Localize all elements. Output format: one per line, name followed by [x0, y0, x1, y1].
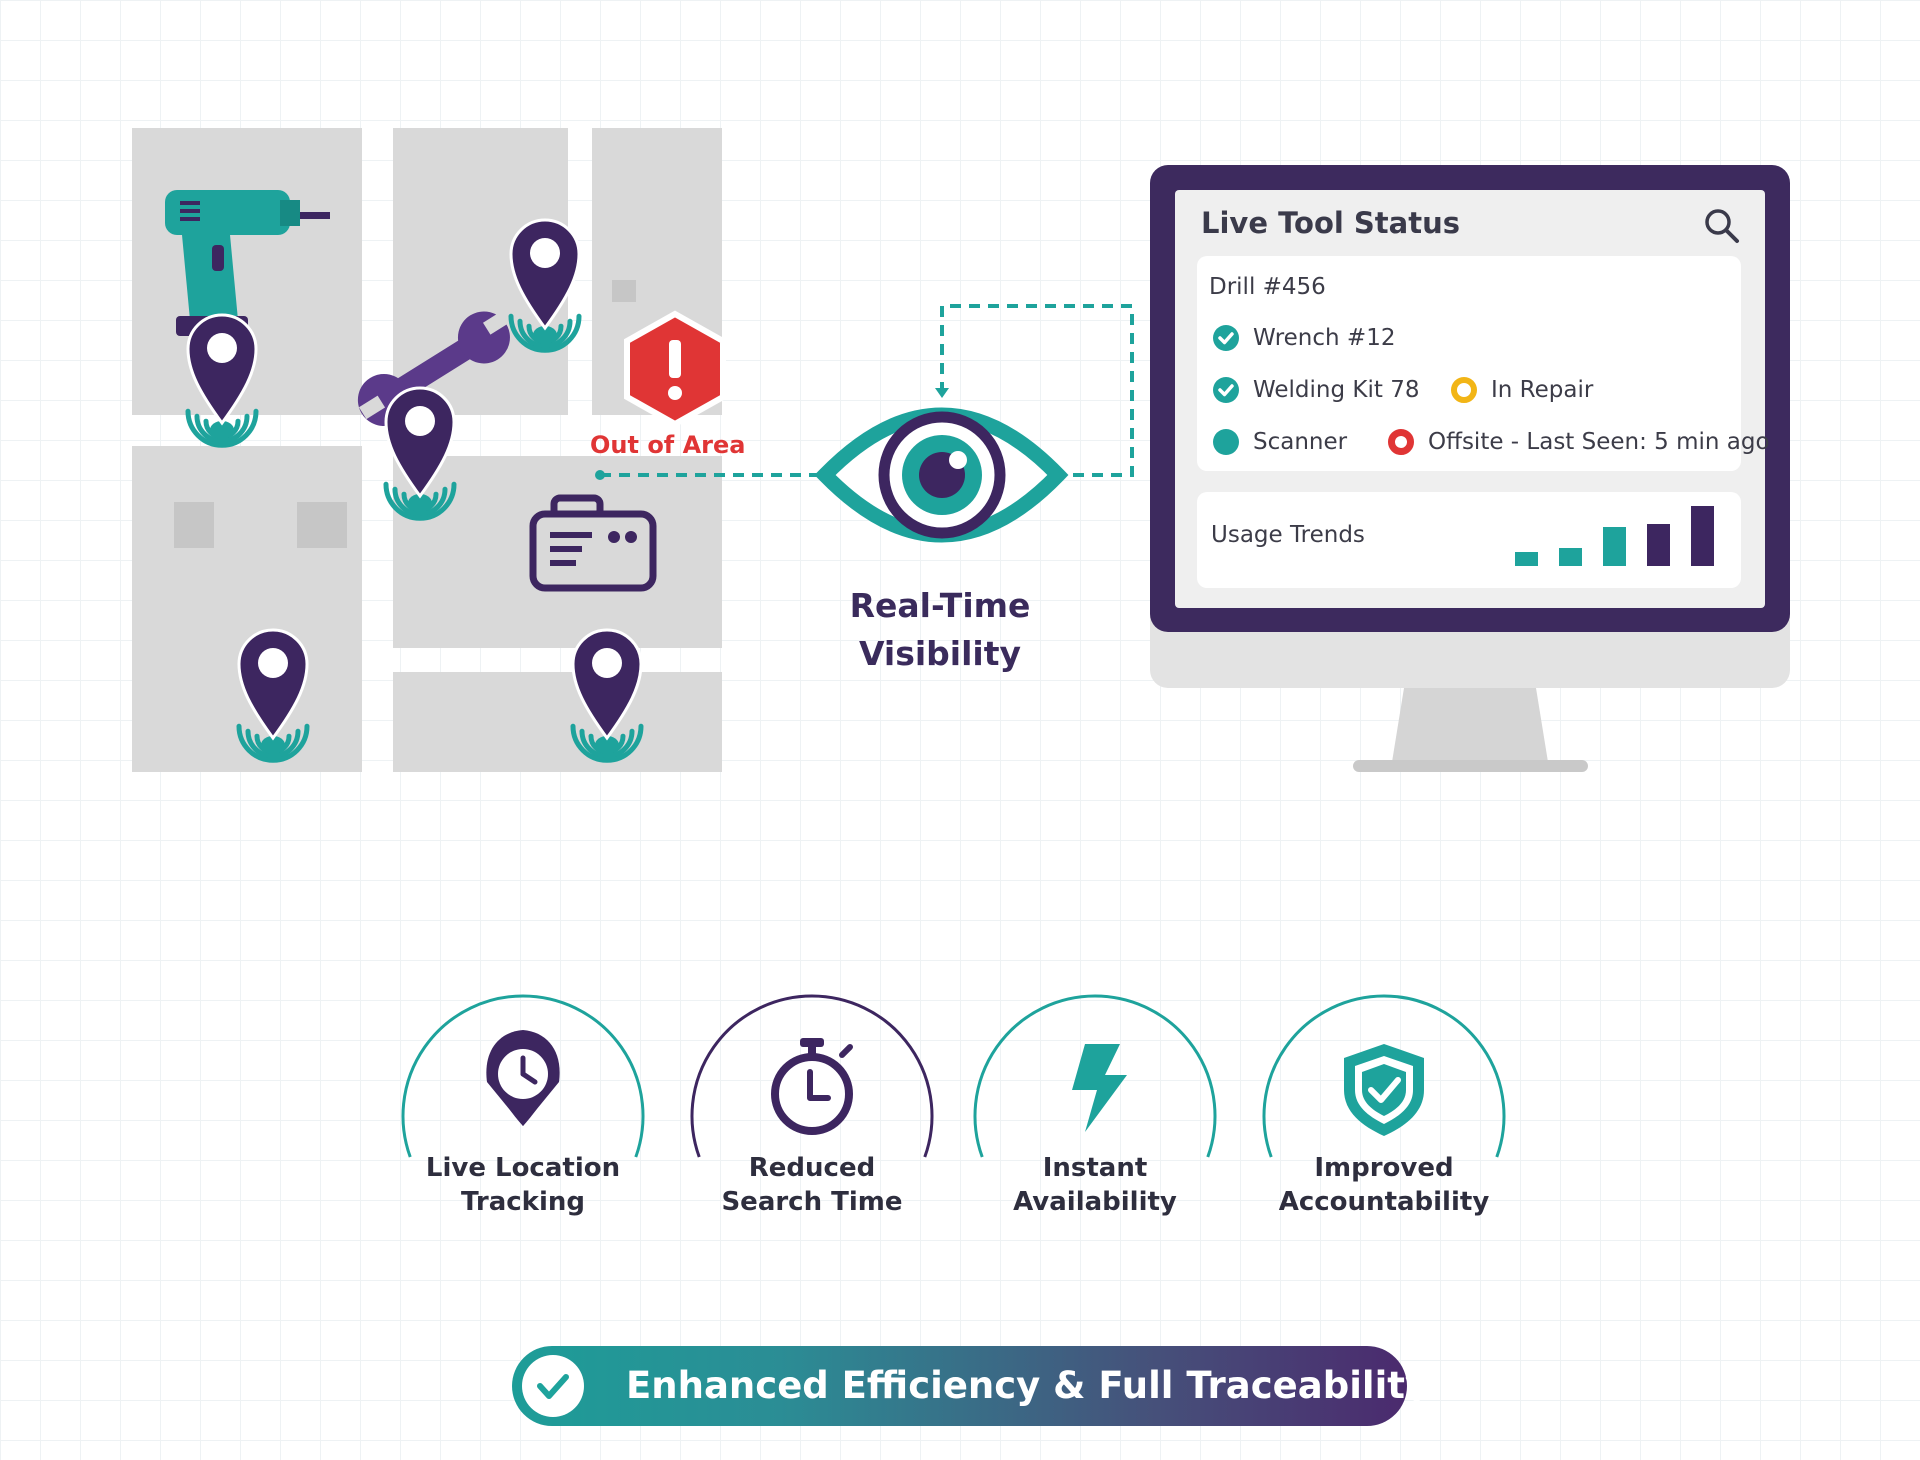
- location-clock-icon: [486, 1030, 560, 1126]
- lightning-icon: [1072, 1044, 1127, 1132]
- connector-arrow: [935, 388, 949, 398]
- floor-marker: [297, 502, 347, 548]
- in-repair-ring-icon: [1451, 377, 1477, 403]
- benefit-arc: [973, 994, 1217, 1158]
- trend-bar: [1515, 552, 1538, 566]
- status-offsite: Offsite - Last Seen: 5 min ago: [1428, 429, 1770, 455]
- location-pins: [185, 218, 644, 763]
- status-list: Drill #456 Wrench #12 Welding Kit 78 In …: [1197, 256, 1770, 471]
- floor-block: [132, 446, 362, 772]
- location-pin-icon: [185, 313, 259, 448]
- status-in-repair: In Repair: [1491, 377, 1594, 403]
- benefit-label-line: Search Time: [721, 1187, 903, 1217]
- benefit-arc: [690, 994, 934, 1158]
- trend-bar: [1559, 548, 1582, 566]
- location-pin-icon: [570, 628, 644, 763]
- usage-trends-card[interactable]: Usage Trends: [1197, 492, 1741, 588]
- search-icon[interactable]: [1702, 206, 1742, 246]
- eye-icon: [814, 407, 1069, 543]
- trend-bar: [1647, 524, 1670, 566]
- benefit-label-line: Tracking: [461, 1187, 585, 1217]
- floor-marker: [174, 502, 214, 548]
- connector-dot: [595, 470, 605, 480]
- check-icon: [522, 1355, 584, 1417]
- check-icon: [1213, 325, 1239, 351]
- real-time-visibility-label: Real-Time Visibility: [810, 582, 1070, 678]
- location-pin-icon: [508, 218, 582, 353]
- benefit-arc: [1262, 994, 1506, 1158]
- benefit-arcs: [401, 994, 1506, 1158]
- benefit-label-line: Live Location: [425, 1153, 621, 1183]
- status-item-drill[interactable]: Drill #456: [1209, 274, 1326, 300]
- banner-text: Enhanced Efficiency & Full Traceability: [626, 1364, 1430, 1407]
- connector-lines: [600, 304, 1134, 477]
- benefit-arc: [401, 994, 645, 1158]
- stopwatch-icon: [771, 1038, 853, 1135]
- status-item-wrench[interactable]: Wrench #12: [1253, 325, 1396, 351]
- alert-hexagon-icon: [624, 310, 726, 428]
- offsite-ring-icon: [1388, 429, 1414, 455]
- benefit-label-line: Availability: [1013, 1187, 1177, 1217]
- summary-banner: Enhanced Efficiency & Full Traceability: [512, 1346, 1429, 1426]
- floor-marker: [612, 280, 636, 302]
- location-pin-icon: [383, 386, 457, 521]
- usage-trends-label: Usage Trends: [1211, 522, 1365, 548]
- label-line: Visibility: [858, 634, 1022, 673]
- status-item-scanner[interactable]: Scanner: [1253, 429, 1348, 455]
- benefit-label-line: Accountability: [1278, 1187, 1490, 1217]
- trend-bar: [1691, 506, 1714, 566]
- status-item-welding-kit[interactable]: Welding Kit 78: [1253, 377, 1420, 403]
- trend-bar: [1603, 527, 1626, 566]
- drill-icon: [165, 190, 330, 336]
- location-pin-icon: [236, 628, 310, 763]
- toolbox-icon: [529, 494, 657, 592]
- check-icon: [1213, 377, 1239, 403]
- panel-title: Live Tool Status: [1201, 206, 1460, 240]
- out-of-area-label: Out of Area: [590, 431, 746, 459]
- label-line: Real-Time: [849, 586, 1031, 625]
- benefit-label-line: Reduced: [748, 1153, 876, 1183]
- benefit-label-line: Instant: [1042, 1153, 1148, 1183]
- scanner-dot-icon: [1213, 429, 1239, 455]
- floor-block: [393, 672, 722, 772]
- benefit-label-line: Improved: [1314, 1153, 1454, 1183]
- shield-check-icon: [1344, 1044, 1424, 1136]
